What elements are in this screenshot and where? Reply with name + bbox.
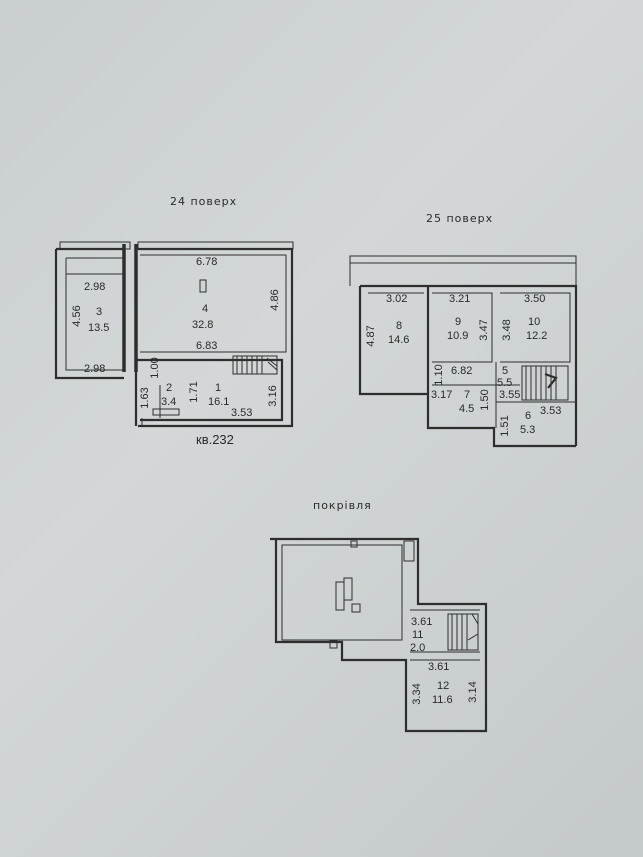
f25-room10-area: 12.2	[526, 330, 547, 342]
roof-column	[350, 540, 358, 548]
f24-dim-corridor: 1.00	[149, 357, 161, 378]
roof-inner-wall	[281, 544, 403, 641]
f24-apartment-number: кв.232	[196, 432, 234, 447]
f24-room3-wall	[65, 257, 124, 371]
f25-inner-walls	[432, 362, 576, 428]
f24-stairs	[232, 355, 278, 375]
f24-dim-room1-w: 3.53	[231, 407, 252, 419]
f25-dim-r8-h: 4.87	[365, 325, 377, 346]
roof-dim-r12-left: 3.34	[411, 683, 423, 704]
f25-room-walls	[368, 292, 571, 363]
roof-dim-r11-w: 3.61	[411, 616, 432, 628]
roof-room12-num: 12	[437, 680, 449, 692]
f25-room10-num: 10	[528, 316, 540, 328]
f25-outer-wall	[358, 284, 578, 448]
f24-room2-wall	[141, 385, 161, 426]
f24-dim-room1-right: 3.16	[267, 385, 279, 406]
f25-balcony	[349, 255, 577, 264]
f25-room8-num: 8	[396, 320, 402, 332]
f24-dim-top: 6.78	[196, 256, 217, 268]
roof-room11-area: 2.0	[410, 642, 425, 654]
f24-partition	[122, 244, 138, 372]
roof-vent	[403, 540, 415, 562]
f24-room3-num: 3	[96, 306, 102, 318]
f25-dim-r5-w: 3.55	[499, 389, 520, 401]
f25-room8-area: 14.6	[388, 334, 409, 346]
f25-dim-r8-w: 3.02	[386, 293, 407, 305]
f25-balcony-posts	[349, 263, 577, 286]
f24-dim-room3-bottom: 2.98	[84, 363, 105, 375]
floor25-plan	[349, 255, 578, 448]
f25-room5-area: 5.5	[497, 377, 512, 389]
roof-plan	[270, 537, 488, 733]
roof-stair-room	[410, 609, 480, 661]
f25-room6-num: 6	[525, 410, 531, 422]
roof-stairs	[447, 613, 479, 651]
floor24-plan	[54, 241, 294, 428]
f24-dim-room2-h: 1.63	[139, 387, 151, 408]
roof-dim-r12-w: 3.61	[428, 661, 449, 673]
f25-room6-area: 5.3	[520, 424, 535, 436]
f25-stairs	[521, 365, 569, 401]
f25-room7-area: 4.5	[459, 403, 474, 415]
f24-lower-wall	[134, 352, 284, 426]
f24-dim-room1-h: 1.71	[188, 381, 200, 402]
f25-dim-r10-h: 3.48	[501, 319, 513, 340]
roof-column-2	[329, 640, 338, 649]
f24-dim-room4-bottom: 6.83	[196, 340, 217, 352]
f25-room5-num: 5	[502, 365, 508, 377]
f24-room2-area: 3.4	[161, 396, 176, 408]
f24-fixture	[152, 408, 180, 416]
floor25-title: 25 поверх	[426, 212, 493, 225]
f24-column	[199, 279, 207, 293]
f25-dim-r6-w: 3.53	[540, 405, 561, 417]
f25-dim-r9-w: 3.21	[449, 293, 470, 305]
f25-dim-r9-h: 3.47	[478, 319, 490, 340]
f24-room4-area: 32.8	[192, 319, 213, 331]
floor24-title: 24 поверх	[170, 195, 237, 208]
roof-room12-area: 11.6	[432, 694, 453, 706]
roof-exit-block	[335, 577, 361, 613]
f24-outer-wall	[54, 247, 294, 428]
f24-room1-area: 16.1	[208, 396, 229, 408]
f24-room1-num: 1	[215, 382, 221, 394]
f25-dim-r10-w: 3.50	[524, 293, 545, 305]
f24-room4-wall	[140, 254, 287, 353]
f24-dim-room4-h: 4.86	[269, 289, 281, 310]
f24-dim-room3-h: 4.56	[71, 305, 83, 326]
f24-room4-num: 4	[202, 303, 208, 315]
f25-dim-corr-h: 1.10	[433, 364, 445, 385]
roof-dim-r12-right: 3.14	[467, 681, 479, 702]
roof-title: покрівля	[313, 499, 372, 512]
f25-dim-r7-w: 3.17	[431, 389, 452, 401]
f25-room9-num: 9	[455, 316, 461, 328]
f25-dim-r7-h: 1.50	[479, 389, 491, 410]
roof-outer-wall	[270, 537, 488, 733]
f25-room9-area: 10.9	[447, 330, 468, 342]
f24-dim-room3-w: 2.98	[84, 281, 105, 293]
f24-room3-area: 13.5	[88, 322, 109, 334]
f25-dim-corr-w: 6.82	[451, 365, 472, 377]
f25-room7-num: 7	[464, 389, 470, 401]
f24-room2-num: 2	[166, 382, 172, 394]
f25-dim-r6-h: 1.51	[499, 415, 511, 436]
roof-room11-num: 11	[412, 629, 423, 641]
